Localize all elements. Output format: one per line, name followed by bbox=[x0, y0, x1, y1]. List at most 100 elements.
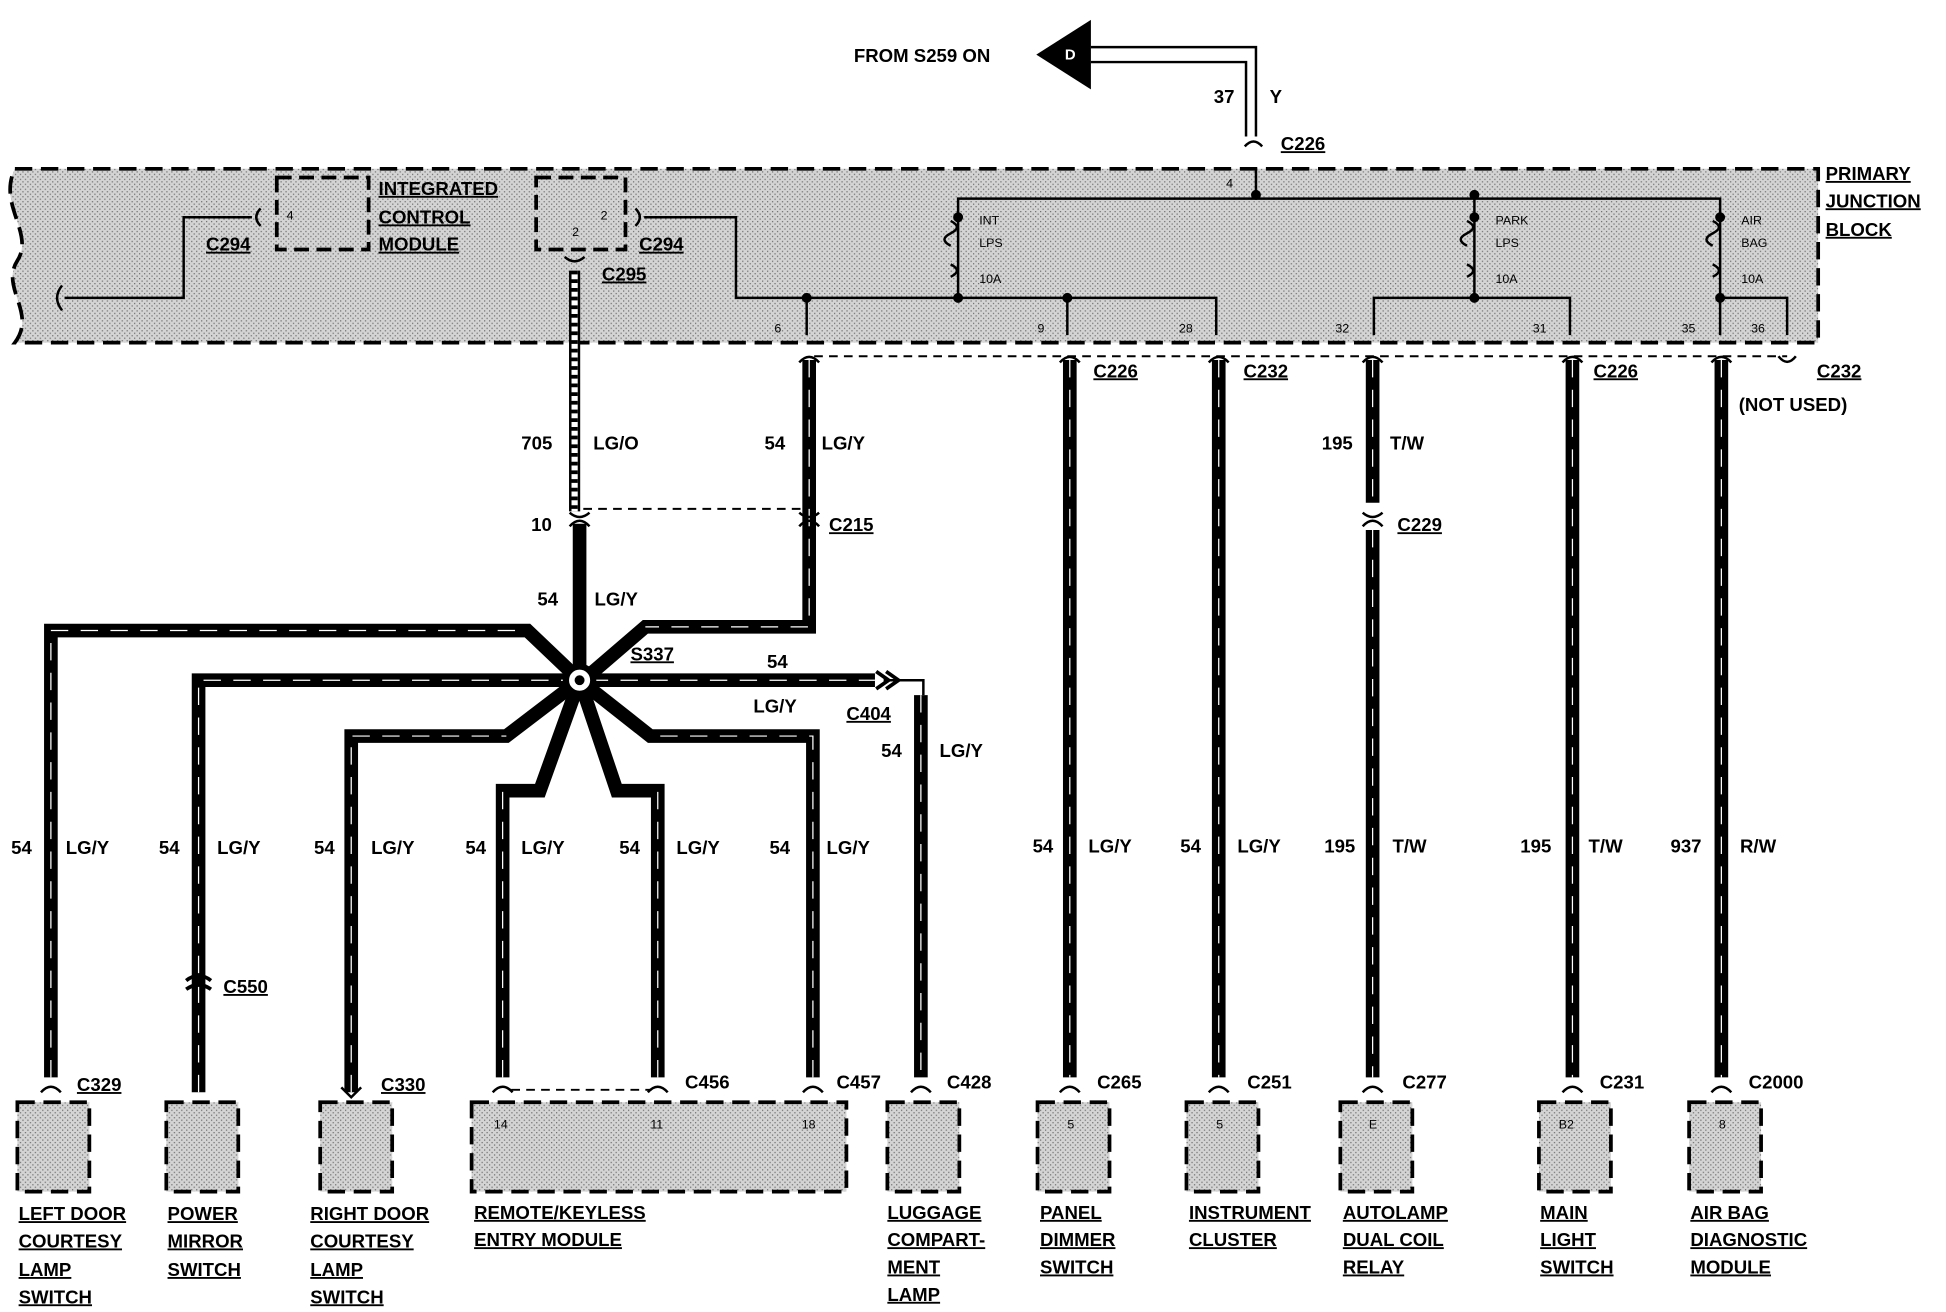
dev0-l1: LEFT DOOR bbox=[19, 1203, 127, 1224]
dev0-l3: LAMP bbox=[19, 1259, 72, 1280]
icm-pin-bottom: 2 bbox=[572, 225, 579, 239]
source-marker-label: D bbox=[1065, 48, 1076, 64]
air-bag-module-box bbox=[1687, 1100, 1763, 1194]
b1-circuit: 54 bbox=[159, 837, 180, 858]
luggage-circuit: 54 bbox=[881, 740, 902, 761]
out-c232: C232 bbox=[1244, 360, 1288, 381]
dev10-l1: MAIN bbox=[1540, 1202, 1588, 1223]
b4-circuit: 54 bbox=[619, 837, 640, 858]
c428-label: C428 bbox=[947, 1072, 991, 1093]
c404-color: LG/Y bbox=[753, 695, 797, 716]
dev1-l1: POWER bbox=[168, 1203, 239, 1224]
fuse-int-rating: 10A bbox=[979, 272, 1002, 286]
pjb-title-line-2: JUNCTION bbox=[1826, 190, 1921, 211]
out-c226a: C226 bbox=[1093, 360, 1137, 381]
c-mark-pin35 bbox=[1710, 355, 1733, 364]
pjb-pin-labels: 6 9 28 32 31 35 36 bbox=[774, 322, 1765, 336]
pjb-pin-31: 31 bbox=[1533, 322, 1547, 336]
c265-label: C265 bbox=[1097, 1072, 1141, 1093]
fuse-park-rating: 10A bbox=[1495, 272, 1518, 286]
b7-color: LG/Y bbox=[1088, 836, 1132, 857]
device-pin-labels: 14 11 18 5 5 E B2 8 bbox=[494, 1117, 1726, 1131]
c457-label: C457 bbox=[836, 1072, 880, 1093]
pjb-wire-circuit: 54 bbox=[765, 432, 786, 453]
c295-connector bbox=[563, 255, 586, 263]
autolamp-wire-circuit: 195 bbox=[1322, 432, 1353, 453]
wire-rke-18 bbox=[575, 674, 820, 1078]
source-label: FROM S259 ON bbox=[854, 45, 990, 66]
main-light-switch-box bbox=[1537, 1100, 1613, 1194]
dev11-l3: MODULE bbox=[1690, 1257, 1771, 1278]
b11-circuit: 937 bbox=[1670, 836, 1701, 857]
instrument-cluster-box bbox=[1184, 1100, 1261, 1194]
c-mark-c226b bbox=[1561, 355, 1584, 364]
device-names: LEFT DOOR COURTESY LAMP SWITCH POWER MIR… bbox=[19, 1202, 1808, 1307]
dev6-l2: COMPART- bbox=[887, 1229, 985, 1250]
icm-pin-right: 2 bbox=[601, 209, 608, 223]
icm-connector-right: C294 bbox=[639, 234, 684, 255]
luggage-lamp-box bbox=[885, 1100, 962, 1194]
c226-top-connector bbox=[1243, 140, 1264, 148]
dev10-l2: LIGHT bbox=[1540, 1229, 1596, 1250]
autolamp-wire-color: T/W bbox=[1390, 432, 1425, 453]
dev11-l1: AIR BAG bbox=[1690, 1202, 1769, 1223]
pjb-internal-wiring bbox=[55, 167, 1789, 336]
c294-left-connector bbox=[255, 207, 262, 227]
main-light-pin: B2 bbox=[1559, 1117, 1574, 1131]
left-door-switch-box bbox=[15, 1100, 92, 1194]
icm-wire-color: LG/O bbox=[593, 432, 638, 453]
right-door-switch-box bbox=[318, 1100, 395, 1194]
top-wire-connector: C226 bbox=[1281, 133, 1325, 154]
b9-color: T/W bbox=[1392, 836, 1427, 857]
heavy-wires bbox=[44, 359, 1729, 1093]
b8-color: LG/Y bbox=[1237, 836, 1281, 857]
b3-circuit: 54 bbox=[465, 837, 486, 858]
top-wire-circuit: 37 bbox=[1214, 86, 1235, 107]
dev10-l3: SWITCH bbox=[1540, 1257, 1613, 1278]
branch-wire-labels: 54 LG/Y 54 LG/Y 54 LG/Y 54 LG/Y 54 LG/Y … bbox=[11, 836, 1776, 858]
fuse-int-line-2: LPS bbox=[979, 236, 1002, 250]
c251-label: C251 bbox=[1247, 1072, 1291, 1093]
b5-color: LG/Y bbox=[827, 837, 871, 858]
b9-circuit: 195 bbox=[1324, 836, 1355, 857]
autolamp-relay-box bbox=[1338, 1100, 1415, 1194]
out-c232-unused: C232 bbox=[1817, 360, 1861, 381]
air-bag-pin: 8 bbox=[1719, 1117, 1726, 1131]
c456-label: C456 bbox=[685, 1072, 729, 1093]
icm-line-1: INTEGRATED bbox=[379, 178, 499, 199]
c-mark-c229 bbox=[1361, 511, 1384, 528]
icm-line-3: MODULE bbox=[379, 234, 460, 255]
dev2-l1: RIGHT DOOR bbox=[310, 1203, 429, 1224]
luggage-color: LG/Y bbox=[939, 740, 983, 761]
wire-power-mirror bbox=[191, 673, 875, 1093]
pjb-pin-28: 28 bbox=[1179, 322, 1193, 336]
pjb-pin-36: 36 bbox=[1751, 322, 1765, 336]
s337-splice-center bbox=[574, 675, 585, 686]
dev9-l3: RELAY bbox=[1343, 1257, 1405, 1278]
fuse-park-line-1: PARK bbox=[1495, 214, 1529, 228]
dev11-l2: DIAGNOSTIC bbox=[1690, 1229, 1807, 1250]
wire-rke-14 bbox=[495, 677, 587, 1078]
c2000-label: C2000 bbox=[1749, 1072, 1804, 1093]
rke-pin-14: 14 bbox=[494, 1117, 508, 1131]
wire-labels: 705 LG/O 10 54 LG/Y C215 54 LG/Y S337 54… bbox=[521, 360, 1861, 761]
rke-pin-11: 11 bbox=[650, 1117, 663, 1131]
wire-pjb-to-splice bbox=[578, 359, 817, 686]
dev6-l3: MENT bbox=[887, 1257, 940, 1278]
c-mark-c215 bbox=[798, 511, 821, 528]
c550-label: C550 bbox=[223, 976, 267, 997]
c-mark-pin6 bbox=[798, 355, 821, 364]
c294-right-connector bbox=[634, 207, 642, 227]
instrument-cluster-pin: 5 bbox=[1216, 1117, 1223, 1131]
device-boxes bbox=[15, 1100, 1763, 1194]
icm-connector-left: C294 bbox=[206, 234, 251, 255]
splice-id: S337 bbox=[630, 643, 673, 664]
primary-junction-block bbox=[8, 166, 1821, 345]
splice-color: LG/Y bbox=[594, 589, 638, 610]
c-mark-c226a bbox=[1058, 355, 1081, 364]
c404-circuit: 54 bbox=[767, 651, 788, 672]
icm-line-2: CONTROL bbox=[379, 206, 471, 227]
heavy-wire-highlights bbox=[50, 359, 1722, 1093]
fuse-airbag-line-2: BAG bbox=[1741, 236, 1767, 250]
